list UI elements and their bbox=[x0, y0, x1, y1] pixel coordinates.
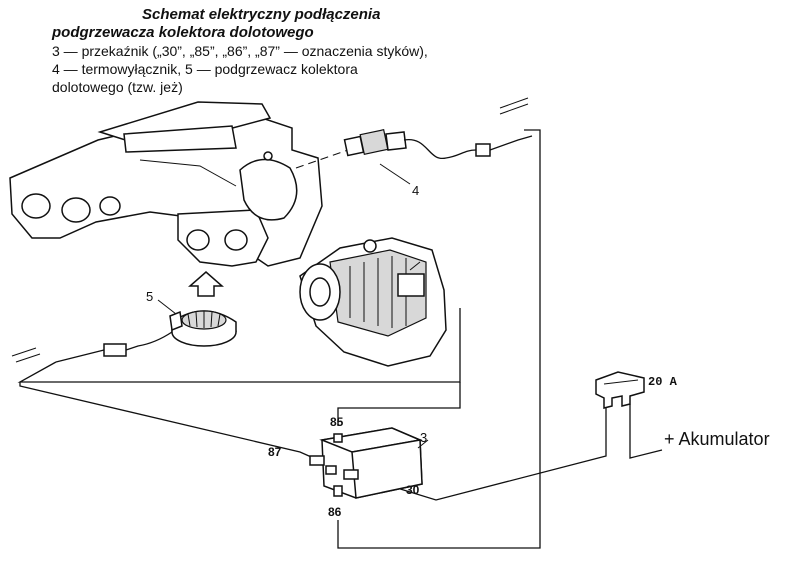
relay-part bbox=[309, 427, 429, 499]
fuse-part bbox=[595, 371, 645, 409]
label-heater: 5 bbox=[146, 289, 153, 304]
caption-legend-line1: 3 — przekaźnik („30”, „85”, „86”, „87” —… bbox=[52, 43, 428, 59]
heater-part bbox=[55, 299, 237, 363]
wire-break-marks bbox=[11, 97, 529, 363]
heater-insert-arrow bbox=[188, 271, 224, 297]
caption-legend-line2: 4 — termowyłącznik, 5 — podgrzewacz kole… bbox=[52, 61, 358, 77]
caption-legend-line3: dolotowego (tzw. jeż) bbox=[52, 79, 183, 95]
relay-pin-87: 87 bbox=[268, 445, 282, 459]
relay-pin-86: 86 bbox=[328, 505, 342, 519]
battery-label: + Akumulator bbox=[664, 429, 770, 449]
relay-pin-85: 85 bbox=[330, 415, 344, 429]
relay-pin-30: 30 bbox=[406, 483, 420, 497]
diagram-caption: Schemat elektryczny podłączenia podgrzew… bbox=[52, 6, 572, 96]
caption-title-line2: podgrzewacza kolektora dolotowego bbox=[52, 24, 314, 41]
intake-manifold bbox=[9, 101, 323, 267]
caption-title-line1: Schemat elektryczny podłączenia bbox=[142, 6, 381, 23]
label-thermo-switch: 4 bbox=[412, 183, 419, 198]
fuse-rating: 20 A bbox=[648, 375, 678, 389]
alternator bbox=[299, 237, 447, 367]
label-relay: 3 bbox=[420, 430, 427, 445]
thermo-switch-part bbox=[295, 129, 533, 185]
wiring bbox=[17, 129, 663, 549]
